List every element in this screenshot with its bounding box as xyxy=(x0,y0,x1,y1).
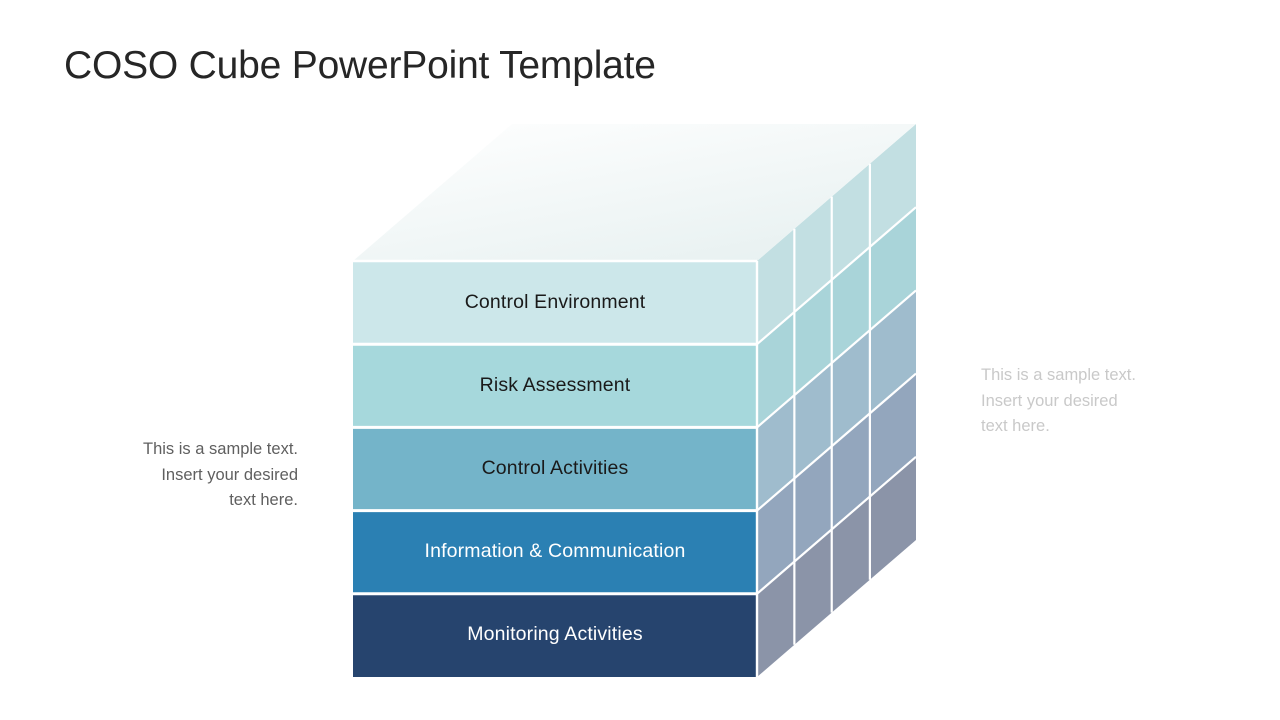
cube-front-band xyxy=(353,593,757,677)
sample-text-left: This is a sample text. Insert your desir… xyxy=(96,437,298,514)
cube-dividers xyxy=(353,163,917,677)
cube-side-band-divider xyxy=(756,206,917,346)
sample-text-left-line-2: Insert your desired xyxy=(161,465,298,484)
cube-front-band xyxy=(353,261,757,345)
cube-side-band-divider xyxy=(756,289,917,429)
sample-text-right: This is a sample text. Insert your desir… xyxy=(981,363,1181,440)
cube-front-band xyxy=(353,427,757,511)
cube-side-band-divider xyxy=(756,372,917,512)
cube-top-face-shape xyxy=(353,124,916,261)
cube-side-band-divider xyxy=(756,455,917,595)
sample-text-right-line-1: This is a sample text. xyxy=(981,366,1136,384)
cube-side-band xyxy=(757,373,916,594)
cube-top-face xyxy=(353,124,916,261)
sample-text-left-line-3: text here. xyxy=(229,491,298,509)
sample-text-right-line-2: Insert your desired xyxy=(981,391,1118,410)
cube-side-band xyxy=(757,124,916,345)
cube-front-band xyxy=(353,510,757,594)
page-title: COSO Cube PowerPoint Template xyxy=(64,44,656,87)
cube-front-face xyxy=(353,261,757,677)
cube-side-face xyxy=(757,124,916,677)
cube-side-band xyxy=(757,456,916,677)
cube-front-band xyxy=(353,344,757,428)
cube-side-band xyxy=(757,207,916,428)
cube-side-band xyxy=(757,290,916,511)
sample-text-right-line-3: text here. xyxy=(981,417,1050,435)
sample-text-left-line-1: This is a sample text. xyxy=(143,440,298,458)
